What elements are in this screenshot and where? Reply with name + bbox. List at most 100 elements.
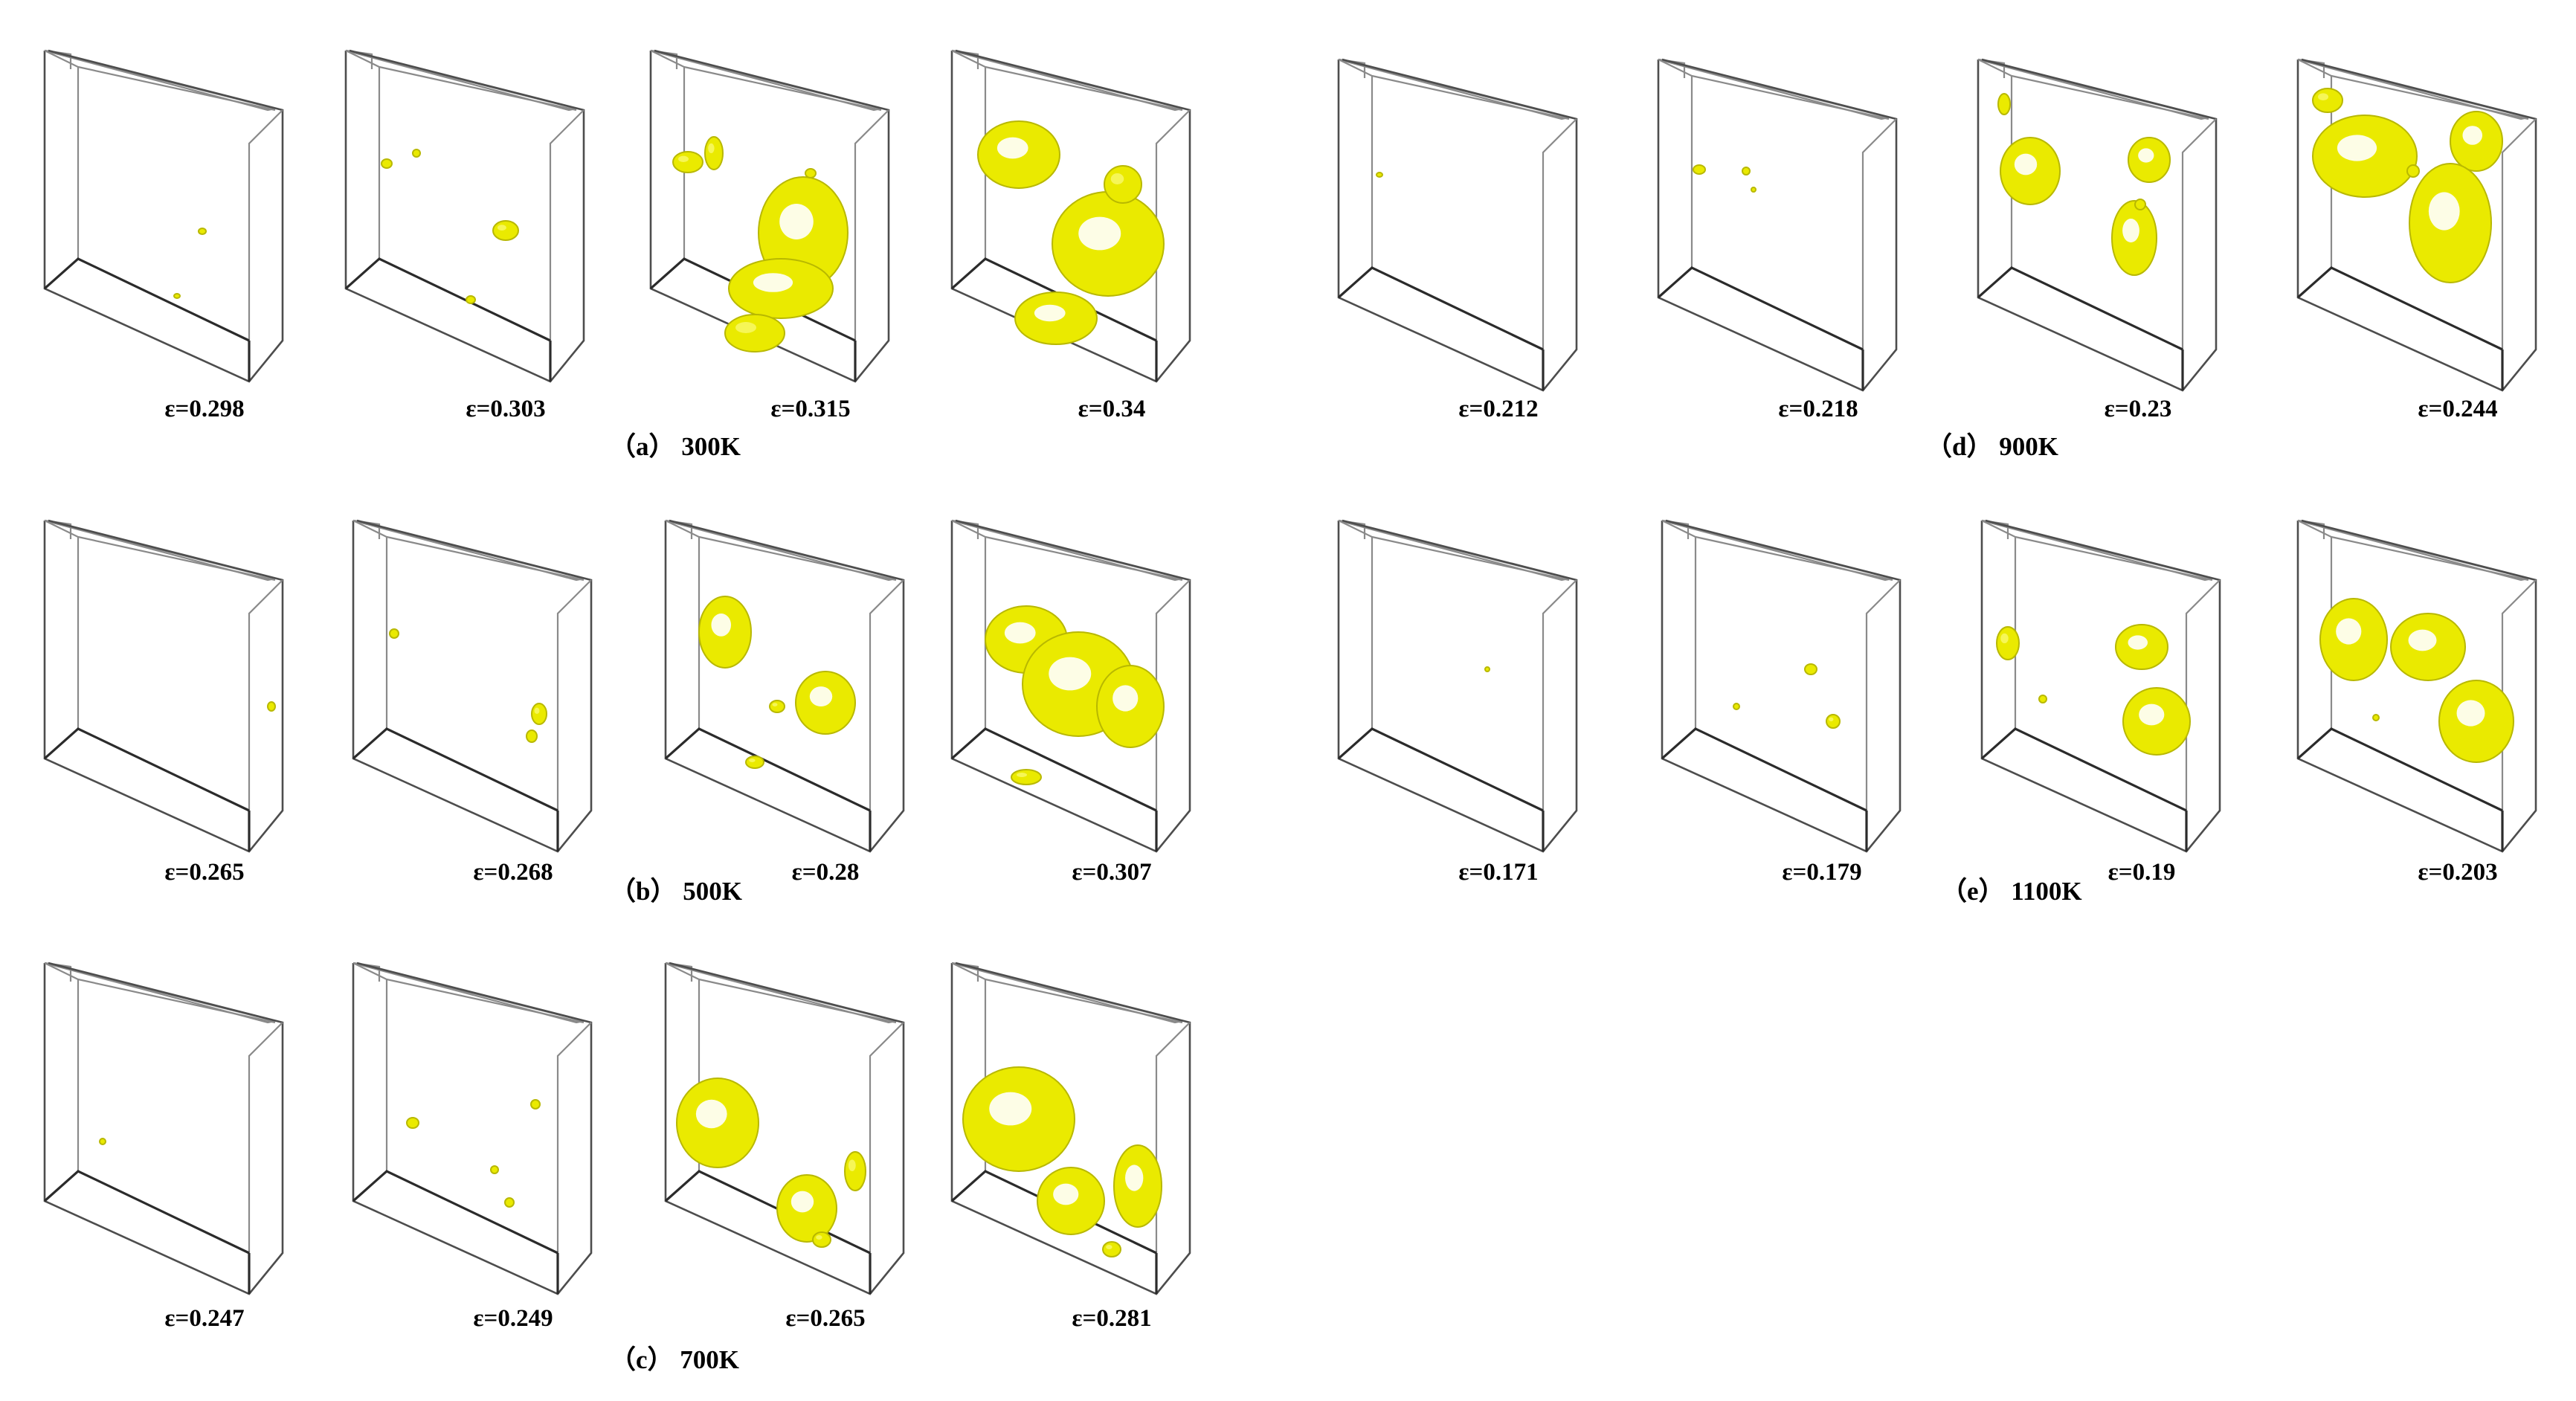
- box-edge: [352, 519, 585, 582]
- void-cluster: [490, 1165, 499, 1174]
- box-edge: [44, 49, 276, 112]
- box-inner-edge: [1371, 535, 1570, 582]
- void-highlight: [816, 1235, 822, 1240]
- box-inner-edge: [44, 962, 283, 1255]
- void-cavity: [2139, 703, 2165, 726]
- box-edge: [1338, 58, 1570, 120]
- box-inner-edge: [698, 535, 897, 582]
- strain-label: ε=0.244: [2418, 396, 2497, 422]
- box-inner-edge: [1658, 59, 1897, 351]
- box-outline: [1657, 58, 1898, 392]
- strain-label: ε=0.298: [164, 396, 244, 422]
- void-cluster: [381, 158, 393, 169]
- box-inner-edge: [985, 65, 1183, 112]
- strain-label: ε=0.34: [1078, 396, 1146, 422]
- void-cluster: [2134, 199, 2146, 210]
- void-cavity: [2122, 219, 2139, 242]
- group-caption: （a） 300K: [610, 432, 741, 461]
- void-cluster: [2312, 88, 2343, 113]
- void-cavity: [2462, 126, 2483, 145]
- box-outline: [649, 49, 890, 383]
- box-inner-edge: [352, 962, 592, 1255]
- box-outline: [664, 962, 905, 1295]
- box-edge: [665, 519, 897, 582]
- strain-label: ε=0.268: [473, 859, 553, 886]
- void-cavity: [996, 137, 1028, 159]
- strain-label: ε=0.218: [1778, 396, 1858, 422]
- void-cavity: [711, 613, 732, 637]
- void-cluster: [1102, 1241, 1121, 1257]
- box-inner-edge: [77, 535, 276, 582]
- void-cluster: [1104, 165, 1142, 204]
- simulation-box-panel: [43, 962, 284, 1295]
- strain-label: ε=0.315: [770, 396, 850, 422]
- void-cavity: [779, 204, 814, 239]
- void-cluster: [769, 700, 785, 713]
- simulation-box-panel: [2296, 519, 2537, 853]
- box-outline: [1337, 58, 1578, 392]
- strain-label: ε=0.265: [164, 859, 244, 886]
- box-floor-edge: [1657, 266, 1864, 351]
- box-floor-edge: [1661, 727, 1867, 812]
- void-cluster: [406, 1117, 419, 1129]
- void-cavity: [695, 1099, 727, 1129]
- void-cavity: [989, 1092, 1032, 1126]
- void-highlight: [2318, 93, 2328, 100]
- void-cluster: [1997, 93, 2011, 115]
- box-outline: [2296, 519, 2537, 853]
- box-floor-edge: [2296, 727, 2503, 812]
- void-cluster: [1693, 164, 1706, 175]
- box-inner-edge: [2331, 74, 2529, 120]
- void-cavity: [1078, 216, 1121, 251]
- panel-group: [43, 962, 1191, 1295]
- void-cavity: [790, 1191, 814, 1213]
- box-edge: [1338, 519, 1570, 582]
- simulation-box-panel: [664, 519, 905, 853]
- void-cavity: [1112, 685, 1139, 712]
- box-floor-edge: [352, 727, 558, 812]
- void-cluster: [1826, 714, 1841, 729]
- void-cavity: [2428, 192, 2460, 231]
- panel-group: [43, 519, 1191, 853]
- box-outline: [950, 49, 1191, 383]
- box-inner-edge: [1981, 520, 2221, 812]
- box-inner-edge: [1338, 59, 1577, 351]
- box-floor-edge: [1980, 727, 2187, 812]
- box-edge: [352, 962, 585, 1024]
- box-floor-edge: [664, 1170, 871, 1255]
- simulation-box-panel: [1977, 58, 2218, 392]
- strain-label: ε=0.303: [466, 396, 545, 422]
- simulation-box-panel: [1337, 58, 1578, 392]
- box-floor-edge: [43, 257, 250, 342]
- void-cluster: [805, 168, 817, 178]
- box-inner-edge: [44, 50, 283, 342]
- void-highlight: [497, 225, 506, 231]
- strain-label: ε=0.212: [1458, 396, 1538, 422]
- void-highlight: [2000, 633, 2009, 644]
- void-cavity: [1053, 1183, 1079, 1205]
- void-highlight: [1110, 173, 1124, 184]
- void-cluster: [99, 1138, 106, 1145]
- box-floor-edge: [43, 727, 250, 812]
- box-edge: [951, 49, 1183, 112]
- box-inner-edge: [1661, 520, 1901, 812]
- void-cluster: [1751, 187, 1756, 193]
- void-cavity: [1125, 1165, 1144, 1191]
- void-cluster: [412, 149, 421, 158]
- box-inner-edge: [985, 978, 1183, 1024]
- simulation-box-panel: [950, 49, 1191, 383]
- void-highlight: [1829, 717, 1834, 721]
- box-inner-edge: [985, 535, 1183, 582]
- box-inner-edge: [1371, 74, 1570, 120]
- strain-label: ε=0.281: [1072, 1305, 1151, 1332]
- box-outline: [664, 519, 905, 853]
- simulation-box-panel: [43, 519, 284, 853]
- void-highlight: [534, 707, 540, 714]
- box-outline: [1661, 519, 1902, 853]
- box-edge: [44, 519, 276, 582]
- void-cluster: [173, 293, 181, 299]
- box-edge: [345, 49, 577, 112]
- void-cavity: [2456, 700, 2485, 727]
- void-cavity: [2138, 148, 2154, 163]
